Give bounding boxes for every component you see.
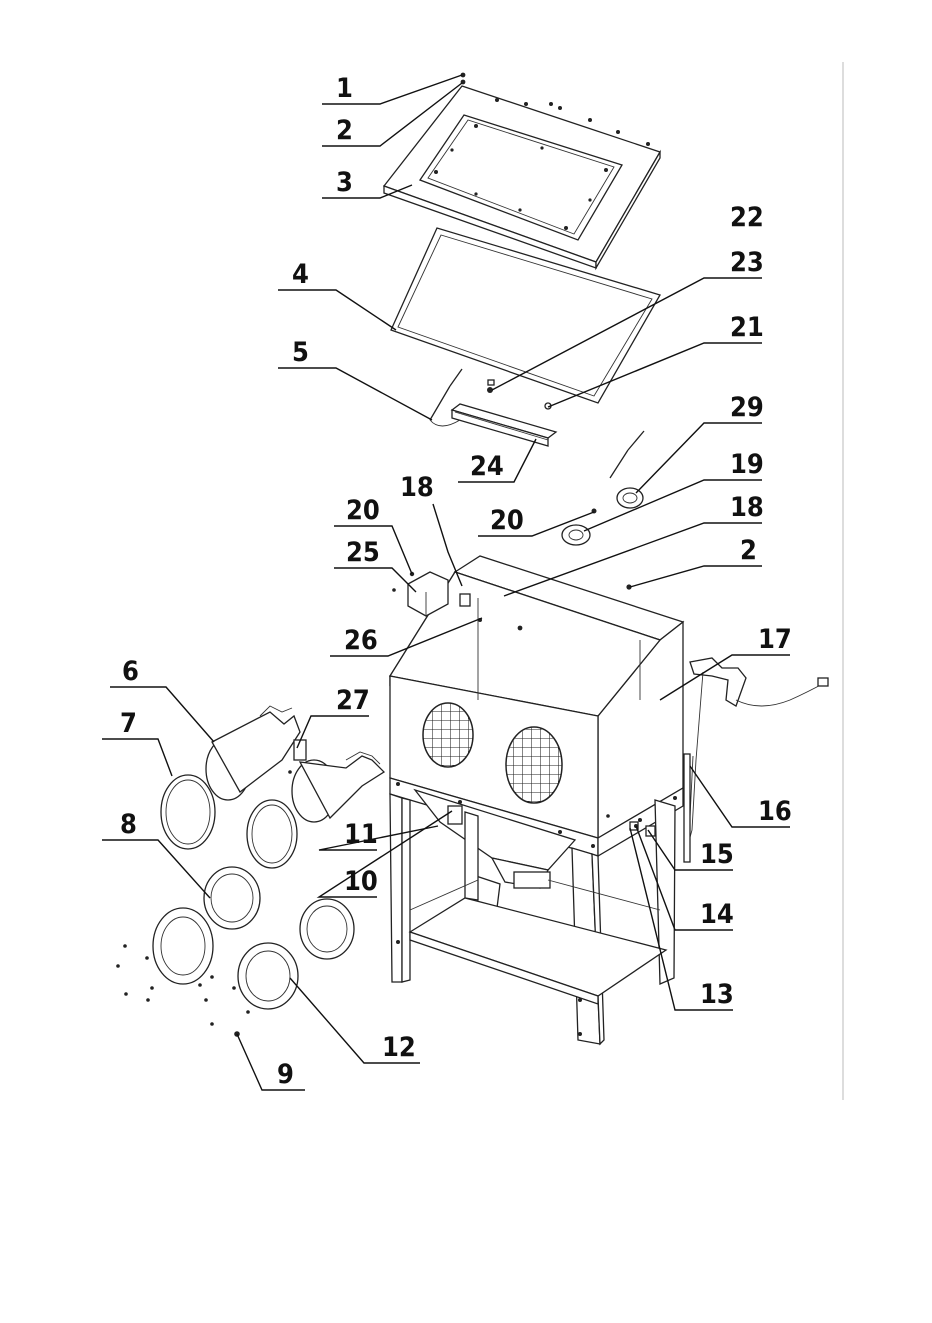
callout-20-left: 20 [346, 495, 380, 526]
callout-18-left: 18 [400, 472, 434, 503]
callout-22: 22 [730, 202, 764, 233]
callout-16: 16 [758, 796, 792, 827]
callout-14: 14 [700, 899, 734, 930]
callout-24: 24 [470, 451, 504, 482]
callout-20-right: 20 [490, 505, 524, 536]
lid-frame [384, 73, 660, 268]
callout-10: 10 [344, 866, 378, 897]
glove-left [206, 706, 300, 800]
clip-23 [488, 380, 494, 385]
callout-9: 9 [277, 1059, 294, 1090]
callout-8: 8 [120, 809, 137, 840]
callout-18-right: 18 [730, 492, 764, 523]
window-gasket [391, 228, 660, 403]
callout-15: 15 [700, 839, 734, 870]
callout-19: 19 [730, 449, 764, 480]
callout-21: 21 [730, 312, 764, 343]
callout-12: 12 [382, 1032, 416, 1063]
callout-27: 27 [336, 685, 370, 716]
flange-8 [204, 867, 260, 929]
callout-11: 11 [344, 819, 378, 850]
callout-17: 17 [758, 624, 792, 655]
port-flange-19 [562, 525, 590, 545]
flange-right [300, 899, 354, 959]
callout-29: 29 [730, 392, 764, 423]
callout-13: 13 [700, 979, 734, 1010]
callout-3: 3 [336, 167, 353, 198]
callout-26: 26 [344, 625, 378, 656]
callout-5: 5 [292, 337, 309, 368]
callout-6: 6 [122, 656, 139, 687]
gas-spring-right [610, 431, 644, 478]
port-ring-29 [617, 488, 643, 508]
callout-23: 23 [730, 247, 764, 278]
callout-4: 4 [292, 259, 309, 290]
callout-25: 25 [346, 537, 380, 568]
glove-right [292, 752, 384, 822]
blast-gun [690, 658, 828, 706]
callout-2: 2 [336, 115, 353, 146]
light-tube [452, 404, 556, 446]
band-7 [161, 775, 215, 849]
flange-left [153, 908, 213, 984]
band-center [247, 800, 297, 868]
flange-12 [238, 943, 298, 1009]
pickup-tube [684, 672, 703, 862]
callout-7: 7 [120, 708, 137, 739]
callout-2-right: 2 [740, 535, 757, 566]
callout-1: 1 [336, 73, 353, 104]
